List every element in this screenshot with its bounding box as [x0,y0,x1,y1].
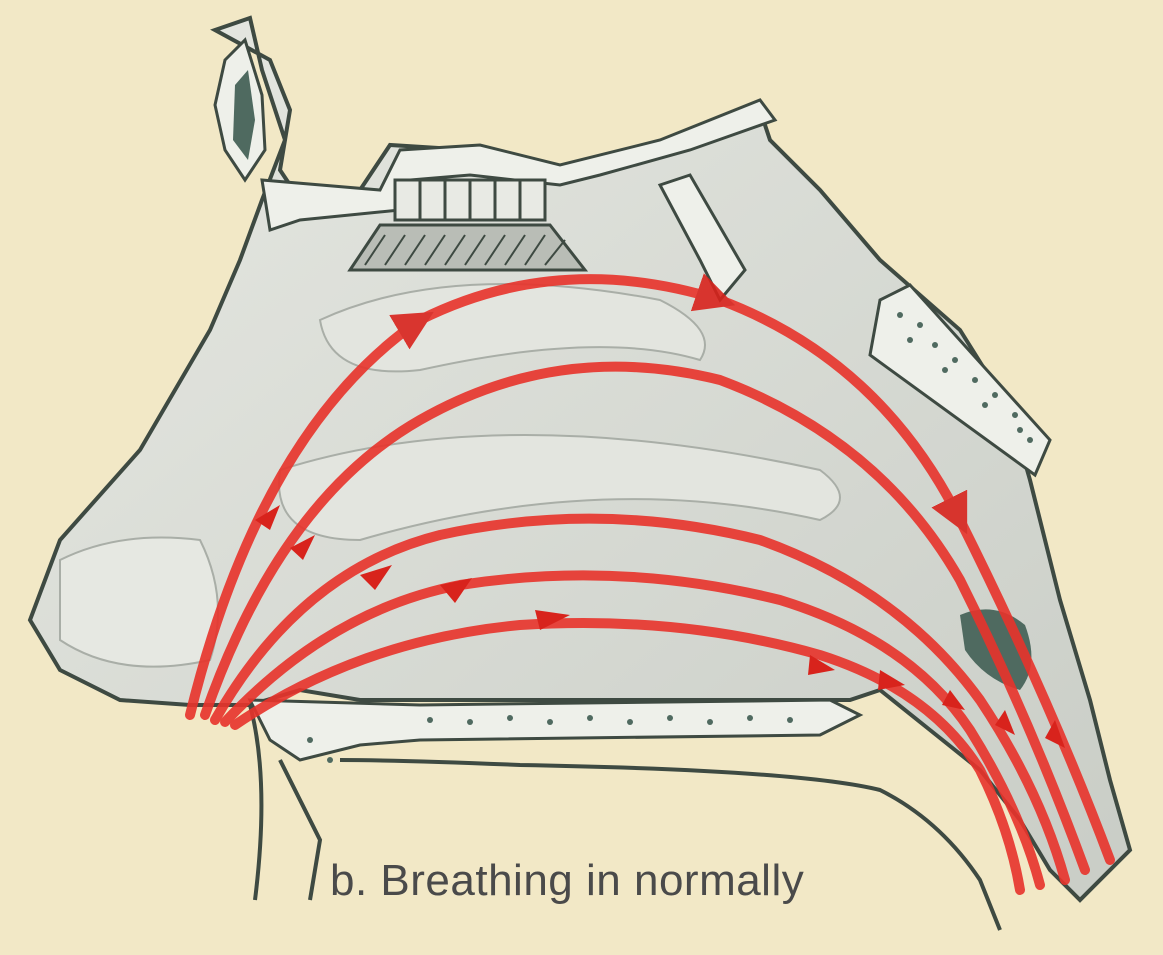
upper-lip [250,705,261,900]
cribriform-plate [395,180,545,220]
nasal-vestibule [60,538,218,667]
hard-palate [250,700,860,760]
figure-caption: b. Breathing in normally [330,856,804,906]
